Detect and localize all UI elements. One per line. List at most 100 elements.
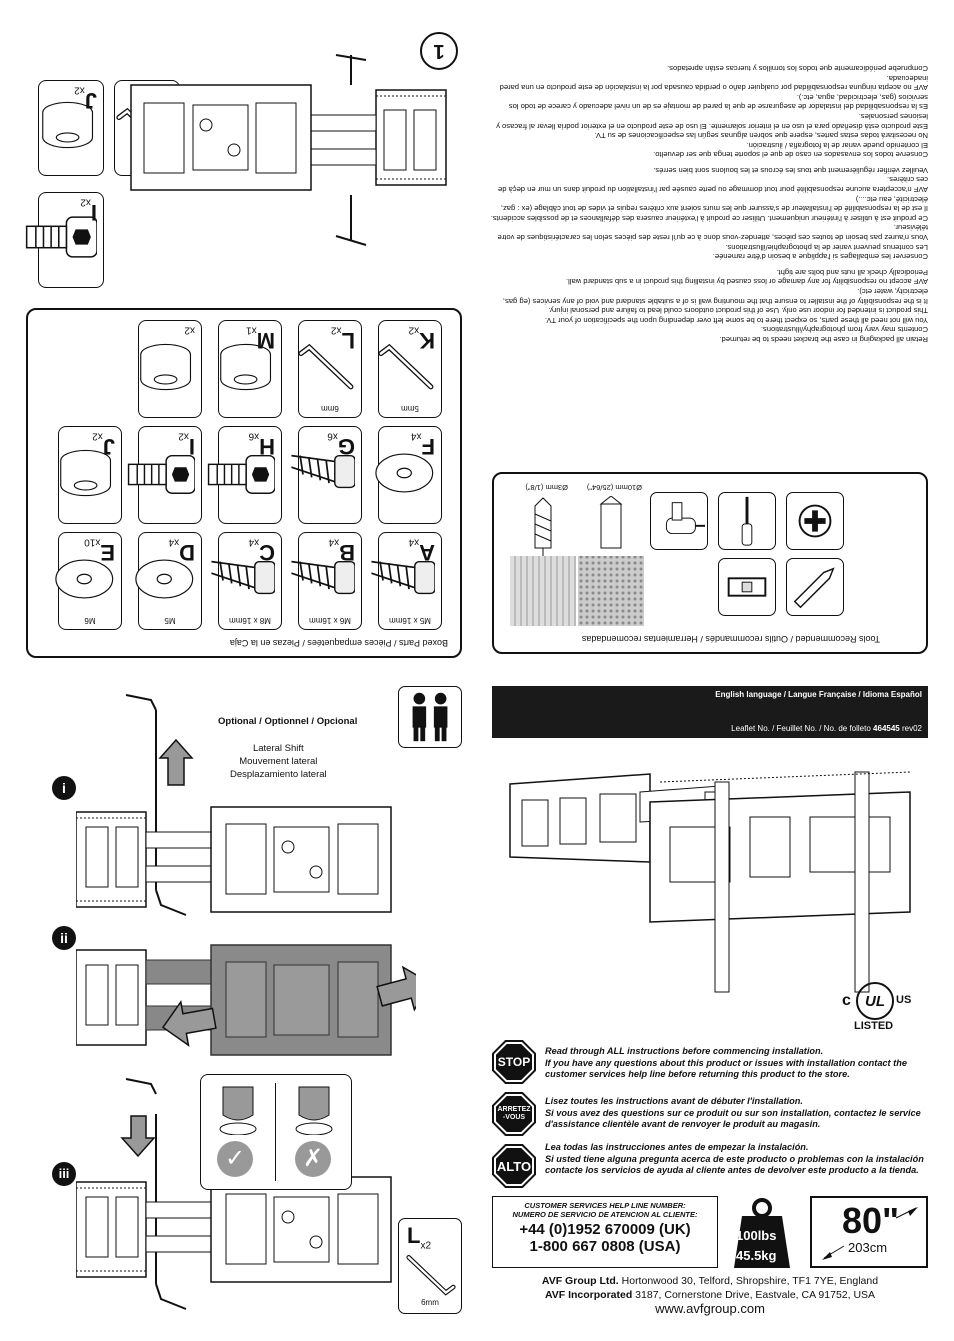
ul-us: US	[896, 994, 912, 1006]
instructions-es: Conserve todos los envasados en caso de …	[496, 63, 928, 160]
instructions-text: Retain all packaging in case the bracket…	[486, 22, 928, 344]
pencil-icon	[793, 567, 835, 609]
step-iii-badge: iii	[52, 1162, 76, 1186]
optional-tool-letter: L	[407, 1223, 421, 1248]
part-card-g: Gx6	[290, 426, 362, 524]
notice-es: Lea todas las instrucciones antes de emp…	[545, 1142, 924, 1175]
part-label: Lx2	[330, 325, 355, 354]
screen-size-badge: 80" 203cm	[810, 1196, 928, 1268]
part-card-k: 5mm Kx2	[378, 320, 442, 418]
part-label: Ex10	[84, 537, 115, 566]
part-label: x2	[184, 325, 195, 336]
part-card-j: Jx2	[58, 426, 122, 524]
helpline-title: CUSTOMER SERVICES HELP LINE NUMBER:	[524, 1201, 686, 1210]
part-label: Ix2	[178, 431, 195, 460]
part-label: Kx2	[408, 325, 435, 354]
ul-c: c	[842, 992, 851, 1009]
boxed-parts-panel: Boxed Parts / Pièces empaquetées / Pieza…	[26, 308, 462, 658]
step1-illustration	[130, 54, 447, 246]
part-card-spacer: x2	[138, 320, 202, 418]
screen-size-inches: 80"	[842, 1200, 900, 1241]
part-card-a: M5 x 16mm Ax4	[370, 532, 442, 630]
part-card-l: 6mm Lx2	[298, 320, 362, 418]
notice-fr: Lisez toutes les instructions avant de d…	[545, 1096, 921, 1129]
optional-tool-count: x2	[420, 1240, 432, 1252]
part-label: Dx4	[168, 537, 195, 566]
check-mark-icon: ✓	[217, 1141, 253, 1177]
part-card-d: M5 Dx4	[135, 532, 202, 630]
step-i-illustration	[76, 694, 392, 916]
optional-tool-size: 6mm	[421, 1298, 439, 1307]
check-callout: ✓ ✗	[200, 1074, 352, 1190]
tools-title: Tools Recommended / Outils recommandés /…	[581, 634, 880, 644]
part-card-h: Hx6	[207, 426, 282, 524]
phillips-head-icon	[798, 504, 832, 538]
diagonal-arrow-icon	[822, 1207, 918, 1260]
screen-size-cm: 203cm	[848, 1240, 888, 1255]
helpline-title-es: NUMERO DE SERVICIO DE ATENCION AL CLIENT…	[512, 1210, 698, 1219]
part-label: Ax4	[408, 537, 435, 566]
step1-number: 1	[420, 32, 458, 70]
part-size: 6mm	[321, 404, 339, 413]
part-size: M6 x 16mm	[309, 616, 351, 625]
drill-bit-masonry-icon	[599, 496, 623, 549]
weight-icon	[734, 1198, 790, 1268]
level-tool	[718, 558, 776, 616]
part-label: Mx1	[246, 325, 275, 354]
footer: AVF Group Ltd. Hortonwood 30, Telford, S…	[500, 1274, 920, 1316]
step1-part-j: Jx2	[38, 80, 104, 176]
optional-tool-card: Lx2 6mm	[398, 1218, 462, 1314]
correct-fit-icon	[219, 1086, 257, 1135]
drill-size-masonry: Ø10mm (25/64")	[586, 483, 642, 492]
part-size: M6	[84, 616, 96, 625]
wood-texture	[510, 556, 576, 626]
part-label: Bx4	[328, 537, 355, 566]
ul-listed-mark: c UL US LISTED	[842, 980, 914, 1036]
helpline-box: CUSTOMER SERVICES HELP LINE NUMBER: NUME…	[492, 1196, 718, 1268]
part-card-b: M6 x 16mm Bx4	[290, 532, 362, 630]
languages-label: English language / Langue Française / Id…	[715, 690, 922, 699]
alto-sign-icon: ALTO	[492, 1144, 536, 1188]
instructions-en: Retain all packaging in case the bracket…	[502, 267, 928, 344]
drill-size-wood: Ø3mm (1/8")	[525, 483, 568, 492]
notice-en: Read through ALL instructions before com…	[545, 1046, 907, 1079]
boxed-parts-title: Boxed Parts / Pièces empaquetées / Pieza…	[229, 638, 448, 648]
boxed-row-3: 5mm Kx2 6mm Lx2 Mx1 x2	[42, 318, 442, 418]
part-card-e: M6 Ex10	[55, 532, 122, 630]
helpline-usa: 1-800 667 0808 (USA)	[529, 1238, 681, 1255]
part-size: M5 x 16mm	[389, 616, 431, 625]
part-size: M5	[164, 616, 176, 625]
drill-tool	[650, 492, 708, 550]
two-person-icon	[398, 686, 462, 748]
cross-mark-icon: ✗	[295, 1141, 331, 1177]
phillips-tool	[786, 492, 844, 550]
optional-title: Optional / Optionnel / Opcional	[218, 716, 358, 727]
part-label: Jx2	[92, 431, 115, 460]
screwdriver-tool	[718, 492, 776, 550]
masonry-texture	[578, 556, 644, 626]
part-label: Fx4	[410, 431, 435, 460]
stop-sign-icon: STOP	[492, 1040, 536, 1084]
part-size: 5mm	[401, 404, 419, 413]
part-card-f: Fx4	[375, 426, 442, 524]
leaflet-info: Leaflet No. / Feuillet No. / No. de foll…	[731, 724, 922, 733]
step-iii-illustration	[76, 1078, 392, 1310]
spirit-level-icon	[727, 577, 767, 597]
footer-web[interactable]: www.avfgroup.com	[655, 1301, 765, 1316]
allen-key-icon	[405, 1251, 457, 1299]
instructions-fr: Conserver les emballages si l'applique a…	[490, 165, 928, 262]
part-card-i: Ix2	[127, 426, 202, 524]
part-size: M8 x 16mm	[229, 616, 271, 625]
header-banner: English language / Langue Française / Id…	[492, 686, 928, 738]
helpline-uk: +44 (0)1952 670009 (UK)	[519, 1221, 691, 1238]
part-label: Hx6	[248, 431, 275, 460]
screwdriver-icon	[741, 496, 753, 546]
footer-line1: AVF Group Ltd. Hortonwood 30, Telford, S…	[541, 1275, 879, 1287]
weight-lbs: 100lbs	[736, 1228, 777, 1243]
part-card-c: M8 x 16mm Cx4	[210, 532, 282, 630]
weight-kg: 45.5kg	[736, 1248, 777, 1263]
footer-line2: AVF Incorporated 3187, Cornerstone Drive…	[544, 1289, 876, 1301]
part-label: Cx4	[248, 537, 275, 566]
